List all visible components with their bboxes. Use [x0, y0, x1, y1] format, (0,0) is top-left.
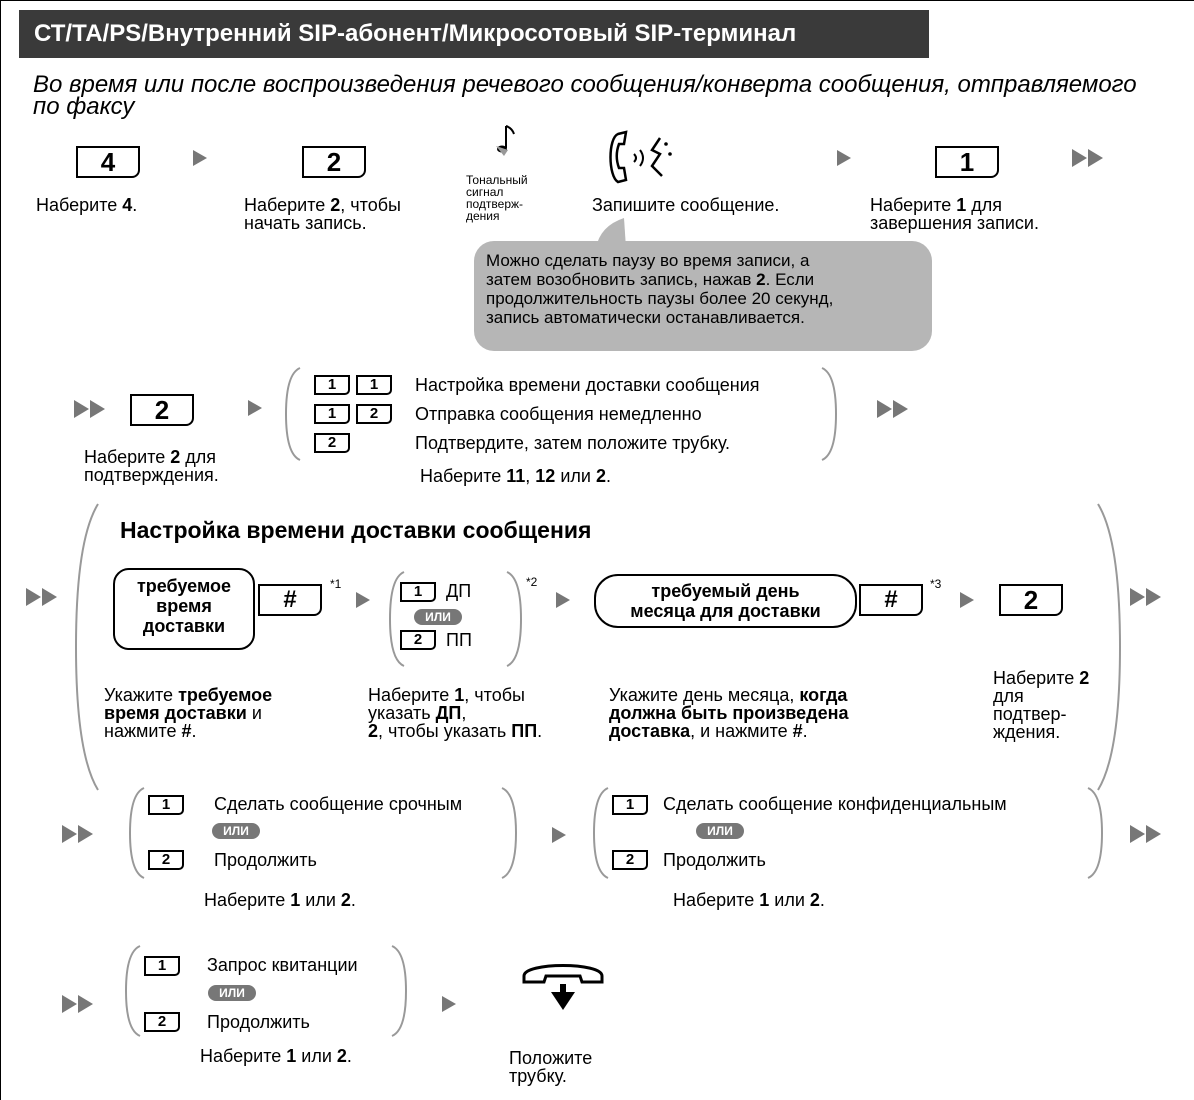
key-2: 2 — [148, 850, 184, 870]
pause-tip-bubble: Можно сделать паузу во время записи, а з… — [474, 241, 932, 351]
bracket-left — [388, 571, 405, 667]
key-1: 1 — [314, 375, 350, 395]
page-title: СТ/ТА/PS/Внутренний SIP-абонент/Микросот… — [19, 10, 929, 58]
frame-left-border — [0, 0, 1, 1100]
or-badge: ИЛИ — [414, 609, 462, 625]
option-urgent: Сделать сообщение срочным — [214, 794, 463, 814]
option-delivery-time: Настройка времени доставки сообщения — [415, 375, 760, 395]
key-2: 2 — [144, 1012, 180, 1032]
footnote-1: *1 — [330, 577, 342, 591]
key-hash: # — [258, 584, 322, 616]
arrow-icon — [960, 592, 974, 608]
page-subtitle: Во время или после воспроизведения речев… — [33, 71, 1137, 120]
hint-receipt: Наберите 1 или 2. — [200, 1046, 352, 1066]
caption-ampm: Наберите 1, чтобы указать ДП, 2, чтобы у… — [368, 685, 543, 741]
caption-record: Запишите сообщение. — [592, 195, 780, 215]
double-arrow-icon — [62, 995, 93, 1013]
option-receipt: Запрос квитанции — [207, 955, 358, 975]
option-send-now: Отправка сообщения немедленно — [415, 404, 702, 424]
key-1: 1 — [356, 375, 392, 395]
recording-handset-icon — [609, 130, 672, 184]
arrow-icon — [552, 827, 566, 843]
arrow-icon — [356, 592, 370, 608]
arrow-icon — [837, 150, 851, 166]
key-2: 2 — [400, 630, 436, 650]
double-arrow-icon — [1130, 825, 1161, 843]
key-2: 2 — [356, 404, 392, 424]
arrow-icon — [248, 400, 262, 416]
key-2-confirm-date: 2 — [999, 584, 1063, 616]
or-badge: ИЛИ — [208, 985, 256, 1001]
bracket-right — [506, 571, 523, 667]
bracket-left — [128, 787, 145, 879]
double-arrow-icon — [877, 400, 908, 418]
bracket-right — [501, 787, 518, 879]
double-arrow-icon — [1072, 149, 1103, 167]
key-2: 2 — [612, 850, 648, 870]
section-bracket-right — [1097, 503, 1122, 791]
footnote-2: *2 — [526, 575, 538, 589]
double-arrow-icon — [74, 400, 105, 418]
arrow-icon — [193, 150, 207, 166]
bracket-right — [821, 367, 838, 461]
double-arrow-icon — [26, 588, 57, 606]
caption-time: Укажите требуемое время доставки и нажми… — [104, 685, 273, 741]
bracket-left — [124, 945, 141, 1037]
am-label: ДП — [446, 581, 472, 601]
bracket-left — [284, 367, 301, 461]
music-note-icon — [496, 125, 515, 156]
caption-dial-4: Наберите 4. — [36, 195, 138, 215]
bracket-right — [1087, 787, 1104, 879]
or-badge: ИЛИ — [696, 823, 744, 839]
hint-dial-11-12-2: Наберите 11, 12 или 2. — [420, 466, 611, 486]
option-continue: Продолжить — [214, 850, 317, 870]
option-confidential: Сделать сообщение конфиденциальным — [663, 794, 1007, 814]
footnote-3: *3 — [930, 577, 942, 591]
double-arrow-icon — [1130, 588, 1161, 606]
pm-label: ПП — [446, 630, 472, 650]
key-2-record: 2 — [302, 146, 366, 178]
hint-confidential: Наберите 1 или 2. — [673, 890, 825, 910]
section-bracket-left — [74, 503, 99, 791]
or-badge: ИЛИ — [212, 823, 260, 839]
key-1: 1 — [400, 582, 436, 602]
key-2: 2 — [314, 433, 350, 453]
frame-top-border — [0, 0, 1194, 1]
key-1: 1 — [148, 795, 184, 815]
section-heading: Настройка времени доставки сообщения — [120, 517, 592, 543]
key-1-stop: 1 — [935, 146, 999, 178]
hang-up-handset-icon — [522, 964, 604, 1010]
bubble-pointer — [596, 218, 626, 248]
key-4: 4 — [76, 146, 140, 178]
double-arrow-icon — [62, 825, 93, 843]
key-1: 1 — [144, 956, 180, 976]
key-hash: # — [859, 584, 923, 616]
hint-urgent: Наберите 1 или 2. — [204, 890, 356, 910]
arrow-icon — [442, 996, 456, 1012]
caption-day: Укажите день месяца, когда должна быть п… — [609, 685, 849, 741]
bracket-left — [592, 787, 609, 879]
bracket-right — [391, 945, 408, 1037]
arrow-icon — [556, 592, 570, 608]
option-continue: Продолжить — [663, 850, 766, 870]
option-confirm-hangup: Подтвердите, затем положите трубку. — [415, 433, 731, 453]
key-1: 1 — [612, 795, 648, 815]
key-2-confirm: 2 — [130, 394, 194, 426]
option-continue: Продолжить — [207, 1012, 310, 1032]
key-1: 1 — [314, 404, 350, 424]
